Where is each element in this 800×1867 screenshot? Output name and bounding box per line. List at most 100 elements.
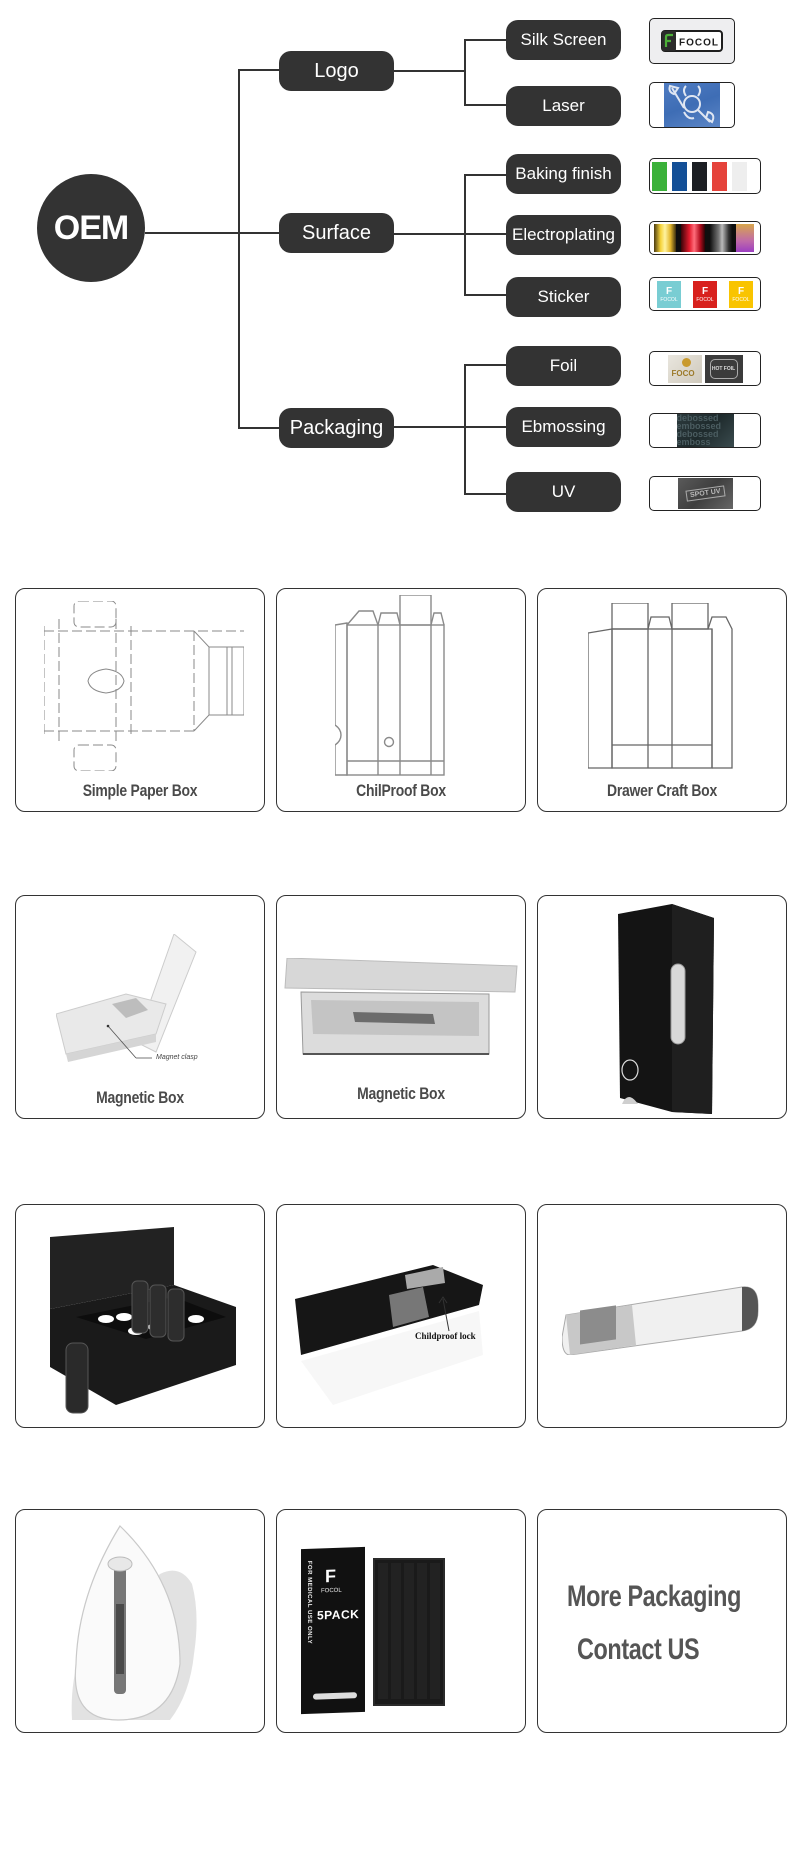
oem-root-label: OEM <box>53 208 129 247</box>
magnetic-box-grey-image <box>284 958 518 1055</box>
uv-node: UV <box>506 472 621 512</box>
connector-to-baking <box>464 174 506 176</box>
spot-uv-sample: SPOT UV <box>677 478 733 509</box>
connector-to-foil <box>464 364 506 366</box>
card-spack-box[interactable]: FOR MEDICAL USE ONLY F FOCOL 5PACK <box>276 1509 526 1733</box>
laser-label: Laser <box>542 96 585 115</box>
logo-node-label: Logo <box>314 59 359 82</box>
laser-thumbnail <box>649 82 735 128</box>
spack-brand: FOCOL <box>321 1587 342 1595</box>
clamshell-blister-image <box>71 1525 197 1721</box>
swatch-gap <box>705 224 710 252</box>
swatch-black <box>692 161 707 191</box>
connector-to-uv <box>464 493 506 495</box>
baking-finish-thumbnail <box>649 158 761 194</box>
card-label: Drawer Craft Box <box>607 781 717 800</box>
card-simple-paper-box[interactable]: Simple Paper Box <box>15 588 265 812</box>
card-childproof-slide-box[interactable]: Childproof lock <box>276 1204 526 1428</box>
connector-root-to-trunk <box>145 232 279 234</box>
swatch-red <box>712 161 727 191</box>
uv-thumbnail: SPOT UV <box>649 476 761 511</box>
electroplating-label: Electroplating <box>511 225 615 244</box>
connector-trunk-to-logo <box>238 69 279 71</box>
connector-logo-out <box>394 70 465 72</box>
sticker-node: Sticker <box>506 277 621 317</box>
card-more-packaging-contact[interactable]: More Packaging Contact US <box>537 1509 787 1733</box>
connector-packaging-out <box>394 426 506 428</box>
spack-title: 5PACK <box>317 1607 360 1623</box>
drawer-craft-box-dieline-image <box>588 603 733 769</box>
card-childproof-box[interactable]: ChilProof Box <box>276 588 526 812</box>
card-cartridge-tube[interactable] <box>537 1204 787 1428</box>
card-magnetic-box-white[interactable]: Magnet clasp Magnetic Box <box>15 895 265 1119</box>
viking-icon <box>668 84 715 124</box>
swatch-blue <box>672 161 687 191</box>
electroplating-thumbnail <box>649 221 761 255</box>
surface-node-label: Surface <box>302 221 371 244</box>
swatch-green <box>652 161 667 191</box>
sticker-label: Sticker <box>537 287 590 306</box>
card-label: ChilProof Box <box>356 781 446 800</box>
laser-node: Laser <box>506 86 621 126</box>
connector-to-sticker <box>464 294 506 296</box>
connector-trunk-to-packaging <box>238 427 279 429</box>
contact-us-link[interactable]: Contact US <box>577 1633 700 1666</box>
connector-surface-out <box>393 233 506 235</box>
childproof-lock-annotation: Childproof lock <box>415 1331 476 1341</box>
card-black-tube-box[interactable] <box>537 895 787 1119</box>
gold-foil-sample: FOCO <box>667 354 702 383</box>
silk-screen-label: Silk Screen <box>520 30 607 49</box>
surface-node: Surface <box>279 213 394 253</box>
connector-to-silk-screen <box>464 39 506 41</box>
card-drawer-craft-box[interactable]: Drawer Craft Box <box>537 588 787 812</box>
simple-paper-box-dieline-image <box>44 601 244 771</box>
laser-engraving-image <box>664 83 720 127</box>
oem-root-node: OEM <box>37 174 145 282</box>
black-tube-box-image <box>618 904 714 1114</box>
card-label: Simple Paper Box <box>82 781 198 800</box>
card-label: Magnetic Box <box>96 1088 184 1107</box>
card-label: Magnetic Box <box>357 1084 445 1103</box>
silk-screen-thumbnail: FOCOL <box>649 18 735 64</box>
card-clamshell-blister[interactable] <box>15 1509 265 1733</box>
baking-finish-node: Baking finish <box>506 154 621 194</box>
connector-surface-vertical <box>464 174 466 296</box>
swatch-gap <box>676 224 681 252</box>
card-magnetic-box-grey[interactable]: Magnetic Box <box>276 895 526 1119</box>
spack-tray <box>373 1558 445 1706</box>
ebmossing-label: Ebmossing <box>521 417 606 436</box>
swatch-red-chrome <box>681 224 705 252</box>
focol-icon: F <box>325 1565 336 1587</box>
childproof-box-dieline-image <box>335 595 445 776</box>
connector-to-laser <box>464 104 506 106</box>
spack-box-front: FOR MEDICAL USE ONLY F FOCOL 5PACK <box>301 1546 365 1715</box>
logo-node: Logo <box>279 51 394 91</box>
connector-packaging-vertical <box>464 364 466 495</box>
swatch-gunmetal <box>710 224 732 252</box>
foil-label: Foil <box>549 356 578 375</box>
connector-logo-vertical <box>464 39 466 106</box>
display-box-image <box>50 1227 236 1414</box>
ebmossing-node: Ebmossing <box>506 407 621 447</box>
electroplating-node: Electroplating <box>506 215 621 255</box>
silver-foil-sample: HOT FOIL <box>704 354 743 383</box>
focol-logo-icon: FOCOL <box>661 30 723 52</box>
svg-text:FOCOL: FOCOL <box>679 38 719 49</box>
packaging-node: Packaging <box>279 408 394 448</box>
more-packaging-link[interactable]: More Packaging <box>567 1580 742 1613</box>
magnetic-box-white-image <box>56 934 197 1062</box>
swatch-gap <box>732 224 736 252</box>
swatch-gold <box>654 224 676 252</box>
silk-screen-node: Silk Screen <box>506 20 621 60</box>
card-display-box[interactable] <box>15 1204 265 1428</box>
swatch-white <box>732 161 747 191</box>
packaging-node-label: Packaging <box>289 416 384 439</box>
swatch-rainbow <box>736 224 754 252</box>
foil-thumbnail: FOCO HOT FOIL <box>649 351 761 386</box>
spack-side-text: FOR MEDICAL USE ONLY <box>306 1560 312 1645</box>
uv-label: UV <box>551 482 576 501</box>
